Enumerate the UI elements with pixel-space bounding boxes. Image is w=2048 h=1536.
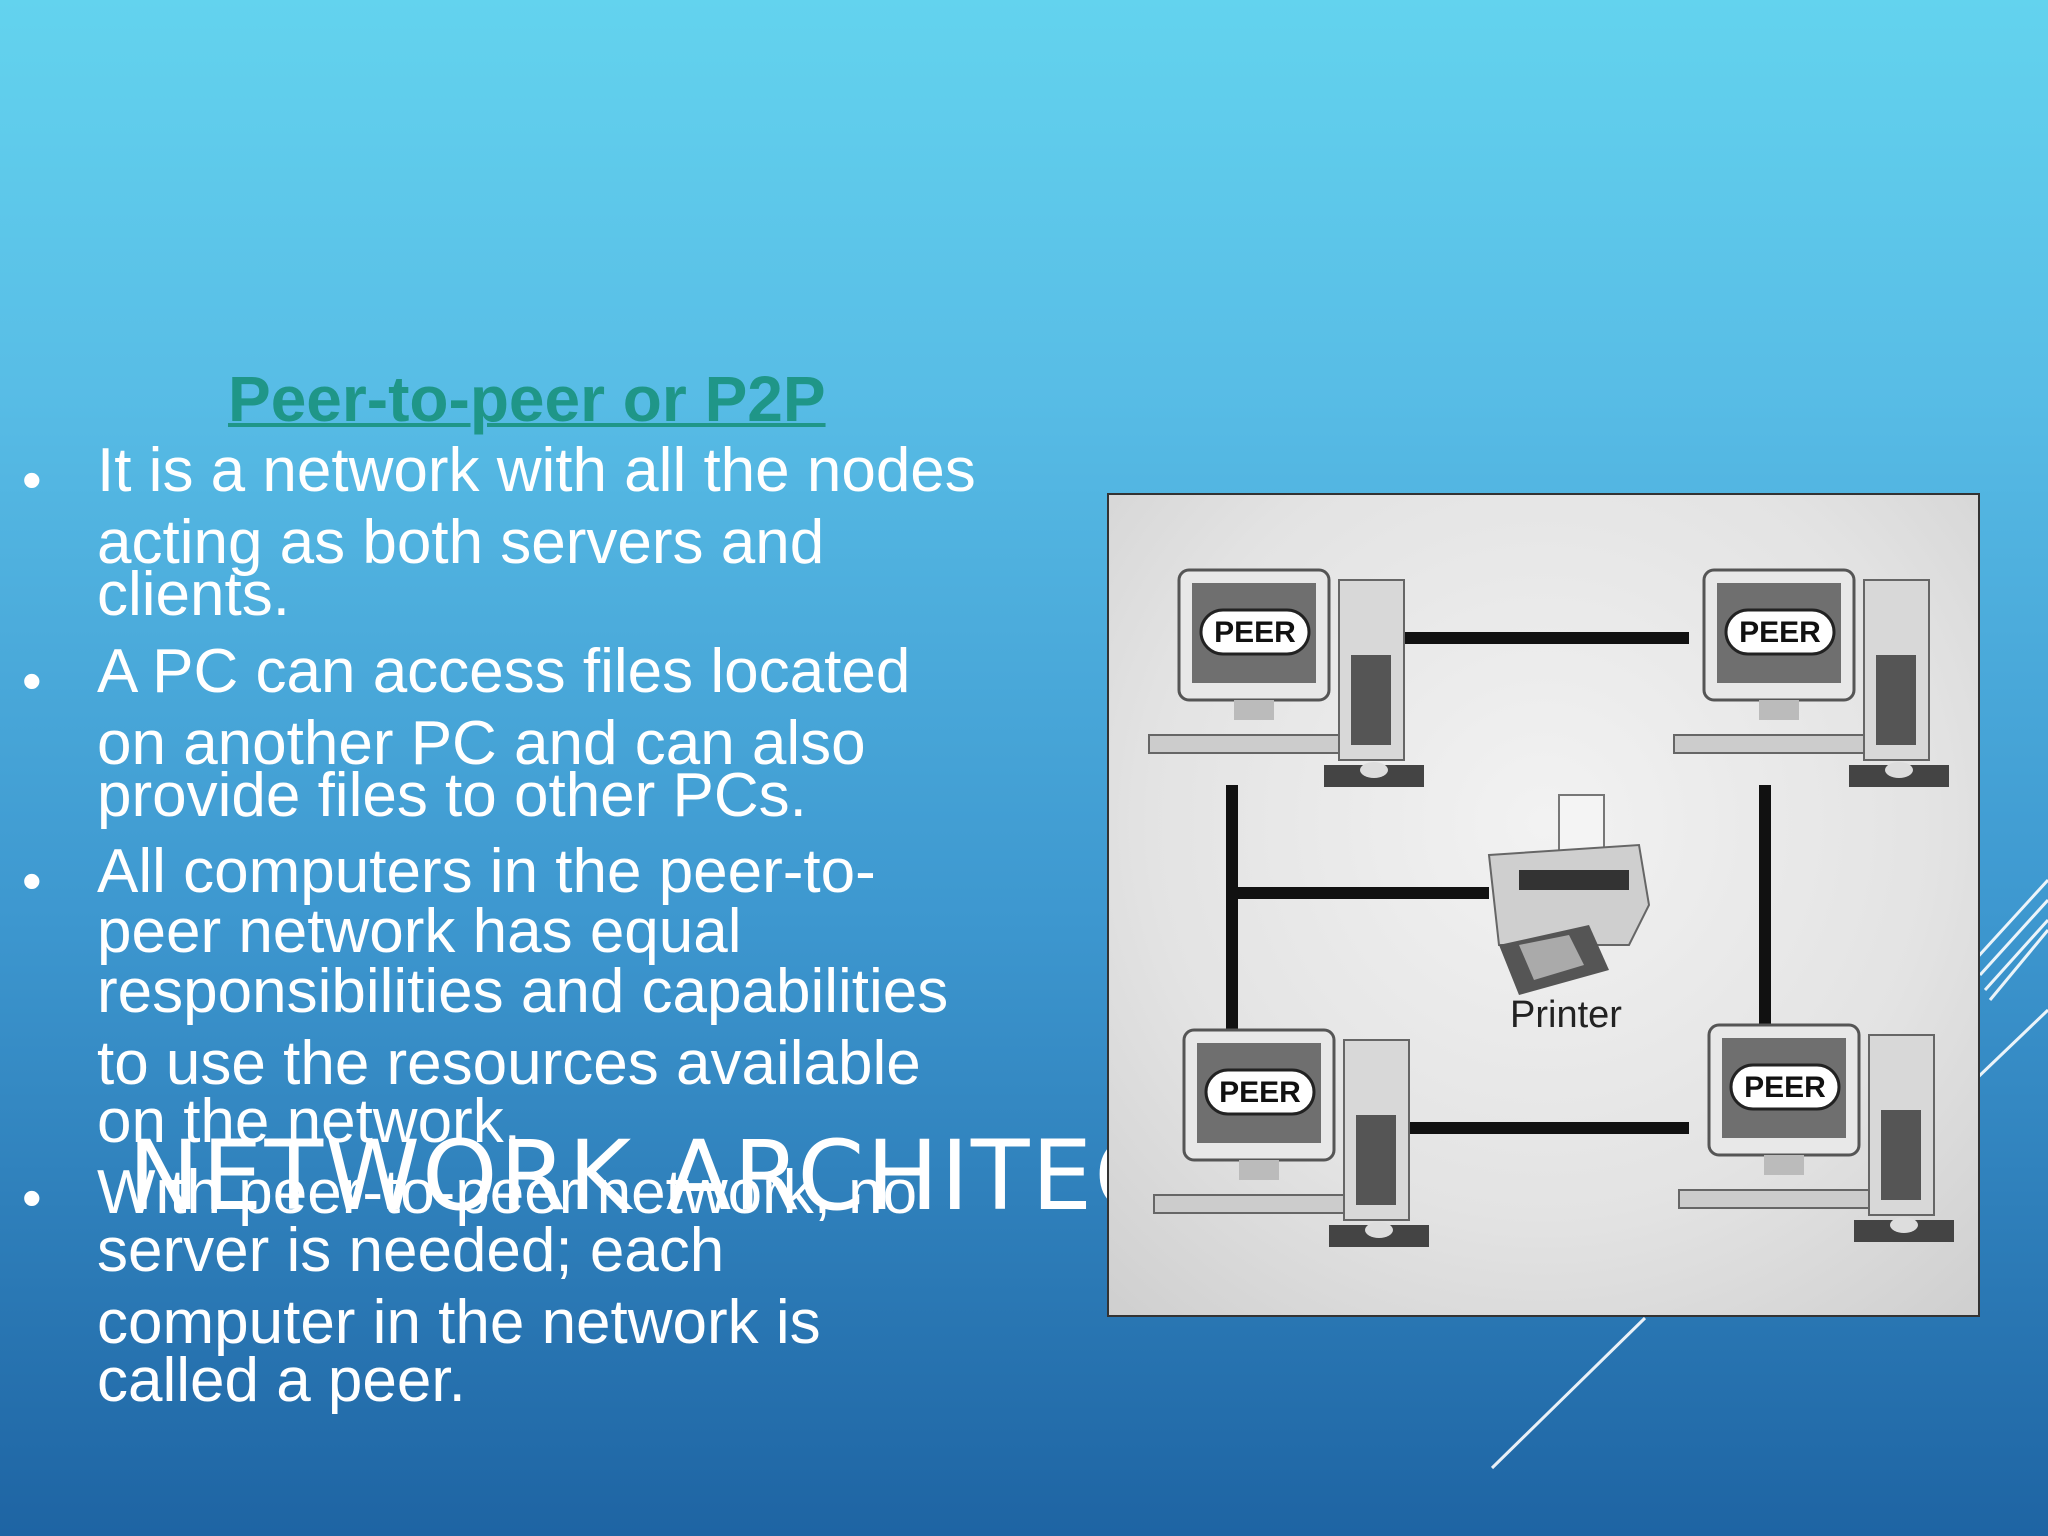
peer-label: PEER xyxy=(1739,616,1821,649)
bullet-item: It is a network with all the nodes actin… xyxy=(97,440,1097,626)
bullet-line: on the network. xyxy=(97,1087,521,1156)
peer-label: PEER xyxy=(1214,616,1296,649)
bullet-marker: • xyxy=(22,1166,42,1229)
bullet-marker: • xyxy=(22,448,42,511)
bullet-line: server is needed; each xyxy=(97,1216,725,1285)
slide-title: NETWORK ARCHITECT xyxy=(128,1120,1224,1232)
bullet-line: responsibilities and capabilities xyxy=(97,957,949,1026)
bullet-marker: • xyxy=(22,849,42,912)
printer-icon xyxy=(1487,794,1651,995)
peer-computer-top-right: PEER xyxy=(1673,568,1949,787)
peer-label: PEER xyxy=(1744,1071,1826,1104)
bullet-line: computer in the network is xyxy=(97,1288,821,1357)
bullet-line: acting as both servers and xyxy=(97,508,825,577)
bullet-line: A PC can access files located xyxy=(97,637,911,706)
diagram-svg: PEER PEER xyxy=(1148,568,1954,1247)
peer-computer-bottom-left: PEER xyxy=(1153,1028,1429,1247)
peer-computer-bottom-right: PEER xyxy=(1678,1023,1954,1242)
p2p-network-diagram: PEER PEER xyxy=(1107,493,1980,1317)
bullet-item: All computers in the peer-to- peer netwo… xyxy=(97,841,1097,1153)
bullet-line: It is a network with all the nodes xyxy=(97,436,976,505)
bullet-line: on another PC and can also xyxy=(97,709,866,778)
bullet-item: A PC can access files located on another… xyxy=(97,641,1097,827)
bullet-line: peer network has equal xyxy=(97,897,742,966)
bullet-line: All computers in the peer-to- xyxy=(97,837,876,906)
peer-computer-top-left: PEER xyxy=(1148,568,1424,787)
network-cables xyxy=(1226,632,1771,1134)
slide-heading: Peer-to-peer or P2P xyxy=(228,363,826,435)
bullet-line: to use the resources available xyxy=(97,1029,921,1098)
peer-label: PEER xyxy=(1219,1076,1301,1109)
bullet-line: provide files to other PCs. xyxy=(97,761,807,830)
printer-label: Printer xyxy=(1510,994,1622,1036)
bullet-marker: • xyxy=(22,649,42,712)
bullet-line: With peer-to-peer network, no xyxy=(97,1158,918,1227)
bullet-line: clients. xyxy=(97,560,290,629)
bullet-item: With peer-to-peer network, no server is … xyxy=(97,1162,1097,1412)
bullet-line: called a peer. xyxy=(97,1346,466,1415)
